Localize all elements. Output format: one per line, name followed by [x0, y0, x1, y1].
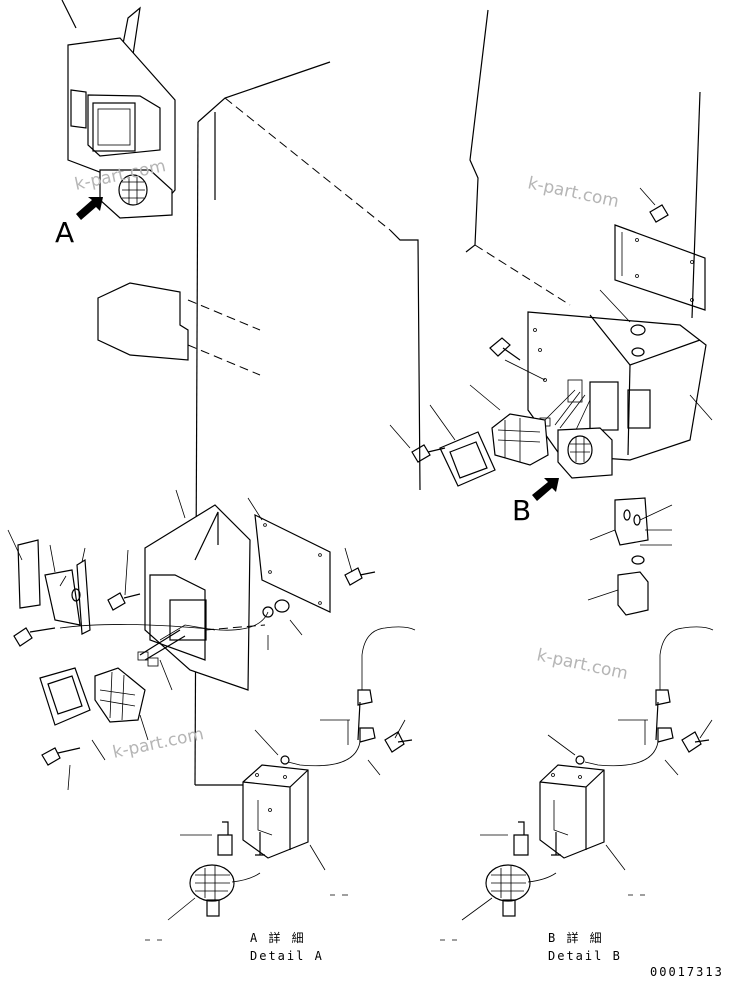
caption-detail-b-jp: B 詳 細	[548, 930, 604, 945]
cab-housing-outline	[97, 61, 421, 786]
detail-b-lamp-box	[440, 626, 714, 941]
caption-detail-a-jp: A 詳 細	[250, 930, 306, 945]
switch-parts-right	[587, 497, 673, 616]
view-label-b: B	[512, 494, 531, 527]
detail-a-assembly	[7, 489, 376, 791]
view-label-a: A	[55, 216, 74, 249]
view-arrow-a	[76, 197, 103, 220]
caption-detail-b-en: Detail B	[548, 949, 622, 963]
watermark-2: k-part.com	[526, 173, 621, 212]
watermark-4: k-part.com	[535, 645, 630, 684]
caption-detail-a-en: Detail A	[250, 949, 324, 963]
drawing-number: 00017313	[650, 965, 724, 979]
cab-body-left	[61, 0, 176, 220]
view-arrow-b	[532, 478, 559, 501]
watermark-3: k-part.com	[111, 724, 206, 763]
detail-a-lamp-box	[145, 626, 416, 941]
cab-body-right	[389, 9, 713, 501]
